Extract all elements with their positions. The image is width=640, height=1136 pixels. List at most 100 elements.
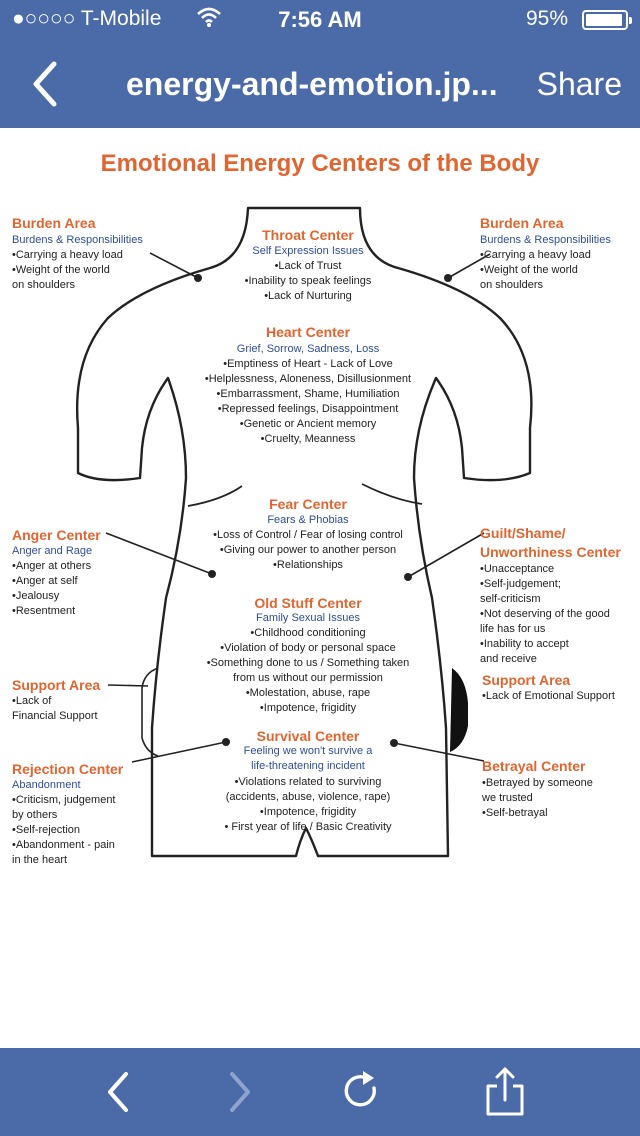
list-item: •Weight of the world: [480, 264, 578, 276]
survival-subheading-line1: Feeling we won't survive a: [243, 745, 373, 757]
list-item: •Weight of the world: [12, 264, 110, 276]
list-item: •Self-betrayal: [482, 807, 548, 819]
list-item: •Carrying a heavy load: [480, 249, 591, 261]
support-right-list: •Lack of Emotional Support: [482, 689, 615, 704]
list-item: •Betrayed by someone: [482, 777, 593, 789]
list-item: •Violations related to surviving: [234, 776, 382, 788]
list-item: • First year of life / Basic Creativity: [224, 821, 392, 833]
share-icon: [486, 1067, 524, 1116]
survival-subheading-line2: life-threatening incident: [251, 760, 365, 772]
survival-list: •Violations related to surviving (accide…: [158, 775, 458, 835]
battery-percent: 95%: [525, 7, 568, 30]
list-item: •Impotence, frigidity: [259, 702, 357, 714]
rejection-list: •Criticism, judgement by others •Self-re…: [12, 793, 116, 868]
list-item: on shoulders: [12, 279, 75, 291]
survival-heading: Survival Center: [256, 728, 360, 744]
old-stuff-subheading: Family Sexual Issues: [256, 612, 360, 624]
list-item: •Anger at self: [12, 575, 78, 587]
fear-list: •Loss of Control / Fear of losing contro…: [158, 528, 458, 573]
chevron-left-icon: [33, 61, 57, 107]
guilt-list: •Unacceptance •Self-judgement; self-crit…: [480, 562, 610, 667]
list-item: •Criticism, judgement: [12, 794, 116, 806]
burden-right-list: •Carrying a heavy load •Weight of the wo…: [480, 248, 591, 293]
list-item: •Loss of Control / Fear of losing contro…: [213, 529, 403, 541]
list-item: •Jealousy: [12, 590, 60, 602]
throat-heading: Throat Center: [262, 227, 354, 243]
list-item: •Emptiness of Heart - Lack of Love: [223, 358, 393, 370]
betrayal-heading: Betrayal Center: [482, 758, 586, 774]
list-item: •Molestation, abuse, rape: [245, 687, 371, 699]
old-stuff-list: •Childhood conditioning •Violation of bo…: [158, 626, 458, 716]
bottom-toolbar: [0, 1048, 640, 1136]
clock: 7:56 AM: [278, 7, 362, 32]
list-item: self-criticism: [480, 593, 541, 605]
list-item: •Giving our power to another person: [219, 544, 397, 556]
chevron-right-icon: [230, 1072, 250, 1112]
reload-button[interactable]: [336, 1066, 390, 1118]
chevron-left-icon: [108, 1072, 128, 1112]
list-item: we trusted: [482, 792, 533, 804]
rejection-subheading: Abandonment: [12, 779, 81, 791]
guilt-heading-line2: Unworthiness Center: [480, 544, 621, 560]
list-item: •Relationships: [273, 559, 343, 571]
list-item: Financial Support: [12, 710, 98, 722]
status-bar: ●○○○○ T-Mobile 7:56 AM 95%: [0, 0, 640, 40]
list-item: •Impotence, frigidity: [259, 806, 357, 818]
diagram-title: Emotional Energy Centers of the Body: [100, 150, 540, 177]
list-item: and receive: [480, 653, 537, 665]
list-item: •Cruelty, Meanness: [260, 433, 356, 445]
list-item: •Inability to speak feelings: [244, 275, 372, 287]
list-item: •Self-judgement;: [480, 578, 561, 590]
burden-left-subheading: Burdens & Responsibilities: [12, 234, 143, 246]
list-item: •Abandonment - pain: [12, 839, 115, 851]
list-item: •Something done to us / Something taken: [206, 657, 410, 669]
heart-list: •Emptiness of Heart - Lack of Love •Help…: [158, 357, 458, 447]
next-button[interactable]: [212, 1066, 266, 1118]
list-item: •Helplessness, Aloneness, Disillusionmen…: [204, 373, 412, 385]
list-item: •Resentment: [12, 605, 76, 617]
list-item: life has for us: [480, 623, 546, 635]
carrier-label: ●○○○○ T-Mobile: [12, 7, 162, 30]
list-item: •Genetic or Ancient memory: [239, 418, 377, 430]
old-stuff-heading: Old Stuff Center: [254, 595, 362, 611]
image-viewer[interactable]: Emotional Energy Centers of the Body Bur…: [0, 128, 640, 1048]
support-left-list: •Lack of Financial Support: [12, 694, 98, 724]
throat-subheading: Self Expression Issues: [252, 245, 364, 257]
list-item: •Lack of: [12, 695, 52, 707]
betrayal-list: •Betrayed by someone we trusted •Self-be…: [482, 776, 593, 821]
list-item: •Anger at others: [12, 560, 92, 572]
share-button[interactable]: Share: [536, 66, 622, 102]
battery-icon: [582, 10, 632, 30]
burden-left-list: •Carrying a heavy load •Weight of the wo…: [12, 248, 123, 293]
list-item: •Violation of body or personal space: [220, 642, 396, 654]
fear-subheading: Fears & Phobias: [267, 514, 349, 526]
list-item: from us without our permission: [233, 672, 383, 684]
body-outline: [76, 206, 533, 858]
list-item: in the heart: [12, 854, 68, 866]
top-bar: ●○○○○ T-Mobile 7:56 AM 95% energy-and-em…: [0, 0, 640, 128]
list-item: •Not deserving of the good: [480, 608, 610, 620]
share-sheet-button[interactable]: [478, 1066, 532, 1118]
list-item: •Self-rejection: [12, 824, 81, 836]
guilt-heading-line1: Guilt/Shame/: [480, 525, 566, 541]
list-item: •Childhood conditioning: [250, 627, 366, 639]
support-right-heading: Support Area: [482, 672, 571, 688]
list-item: •Lack of Nurturing: [264, 290, 352, 302]
list-item: by others: [12, 809, 58, 821]
previous-button[interactable]: [92, 1066, 146, 1118]
list-item: •Unacceptance: [480, 563, 555, 575]
heart-heading: Heart Center: [265, 324, 351, 340]
list-item: •Embarrassment, Shame, Humiliation: [216, 388, 400, 400]
list-item: •Inability to accept: [480, 638, 569, 650]
wifi-icon: [196, 6, 222, 34]
back-button[interactable]: [24, 58, 72, 110]
navigation-bar: energy-and-emotion.jp... Share: [0, 40, 640, 128]
burden-right-heading: Burden Area: [480, 215, 564, 231]
list-item: •Carrying a heavy load: [12, 249, 123, 261]
list-item: •Repressed feelings, Disappointment: [217, 403, 399, 415]
list-item: on shoulders: [480, 279, 543, 291]
support-left-heading: Support Area: [12, 677, 101, 693]
list-item: (accidents, abuse, violence, rape): [225, 791, 391, 803]
anger-subheading: Anger and Rage: [12, 545, 93, 557]
burden-right-subheading: Burdens & Responsibilities: [480, 234, 611, 246]
